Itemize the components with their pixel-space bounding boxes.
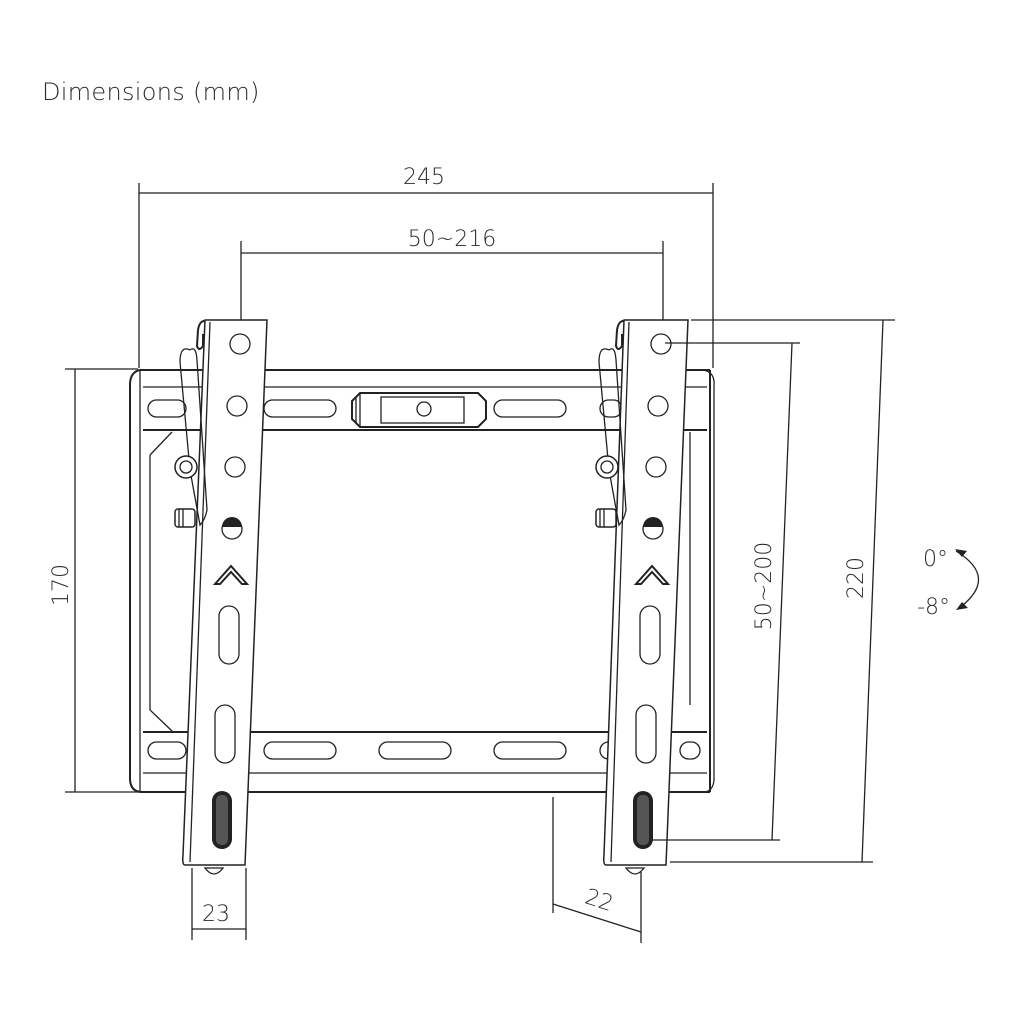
arrow-up-icon bbox=[633, 564, 671, 585]
label-overall-height: 220 bbox=[844, 557, 869, 599]
dimension-vesa-vertical: 50~200 bbox=[652, 342, 800, 841]
dimension-overall-width: 245 bbox=[138, 165, 714, 368]
label-vesa-horizontal: 50~216 bbox=[408, 227, 496, 252]
tilt-range-indicator: 0° -8° bbox=[917, 547, 980, 620]
bolt-icon bbox=[174, 455, 198, 479]
tv-arm-left bbox=[174, 319, 268, 875]
bolt-icon bbox=[595, 455, 619, 479]
arrow-up-icon bbox=[212, 564, 250, 585]
label-wall-plate-height: 170 bbox=[49, 564, 74, 606]
dimension-wall-plate-height: 170 bbox=[49, 368, 138, 793]
label-arm-width: 23 bbox=[202, 902, 230, 927]
label-tilt-min: -8° bbox=[917, 595, 950, 620]
label-overall-width: 245 bbox=[403, 165, 445, 190]
dimension-overall-height: 220 bbox=[670, 319, 895, 863]
bubble-level bbox=[351, 392, 487, 428]
tv-arm-right bbox=[595, 319, 689, 875]
tilt-arc-arrow-icon bbox=[955, 550, 980, 610]
bolt-icon bbox=[595, 508, 617, 528]
label-vesa-vertical: 50~200 bbox=[752, 542, 777, 630]
dimension-arm-width: 23 bbox=[191, 868, 247, 940]
drawing-title: Dimensions (mm) bbox=[42, 78, 260, 106]
bolt-icon bbox=[174, 508, 196, 528]
label-profile-depth: 22 bbox=[582, 885, 616, 917]
label-tilt-max: 0° bbox=[923, 547, 948, 572]
dimension-vesa-horizontal: 50~216 bbox=[240, 227, 664, 345]
